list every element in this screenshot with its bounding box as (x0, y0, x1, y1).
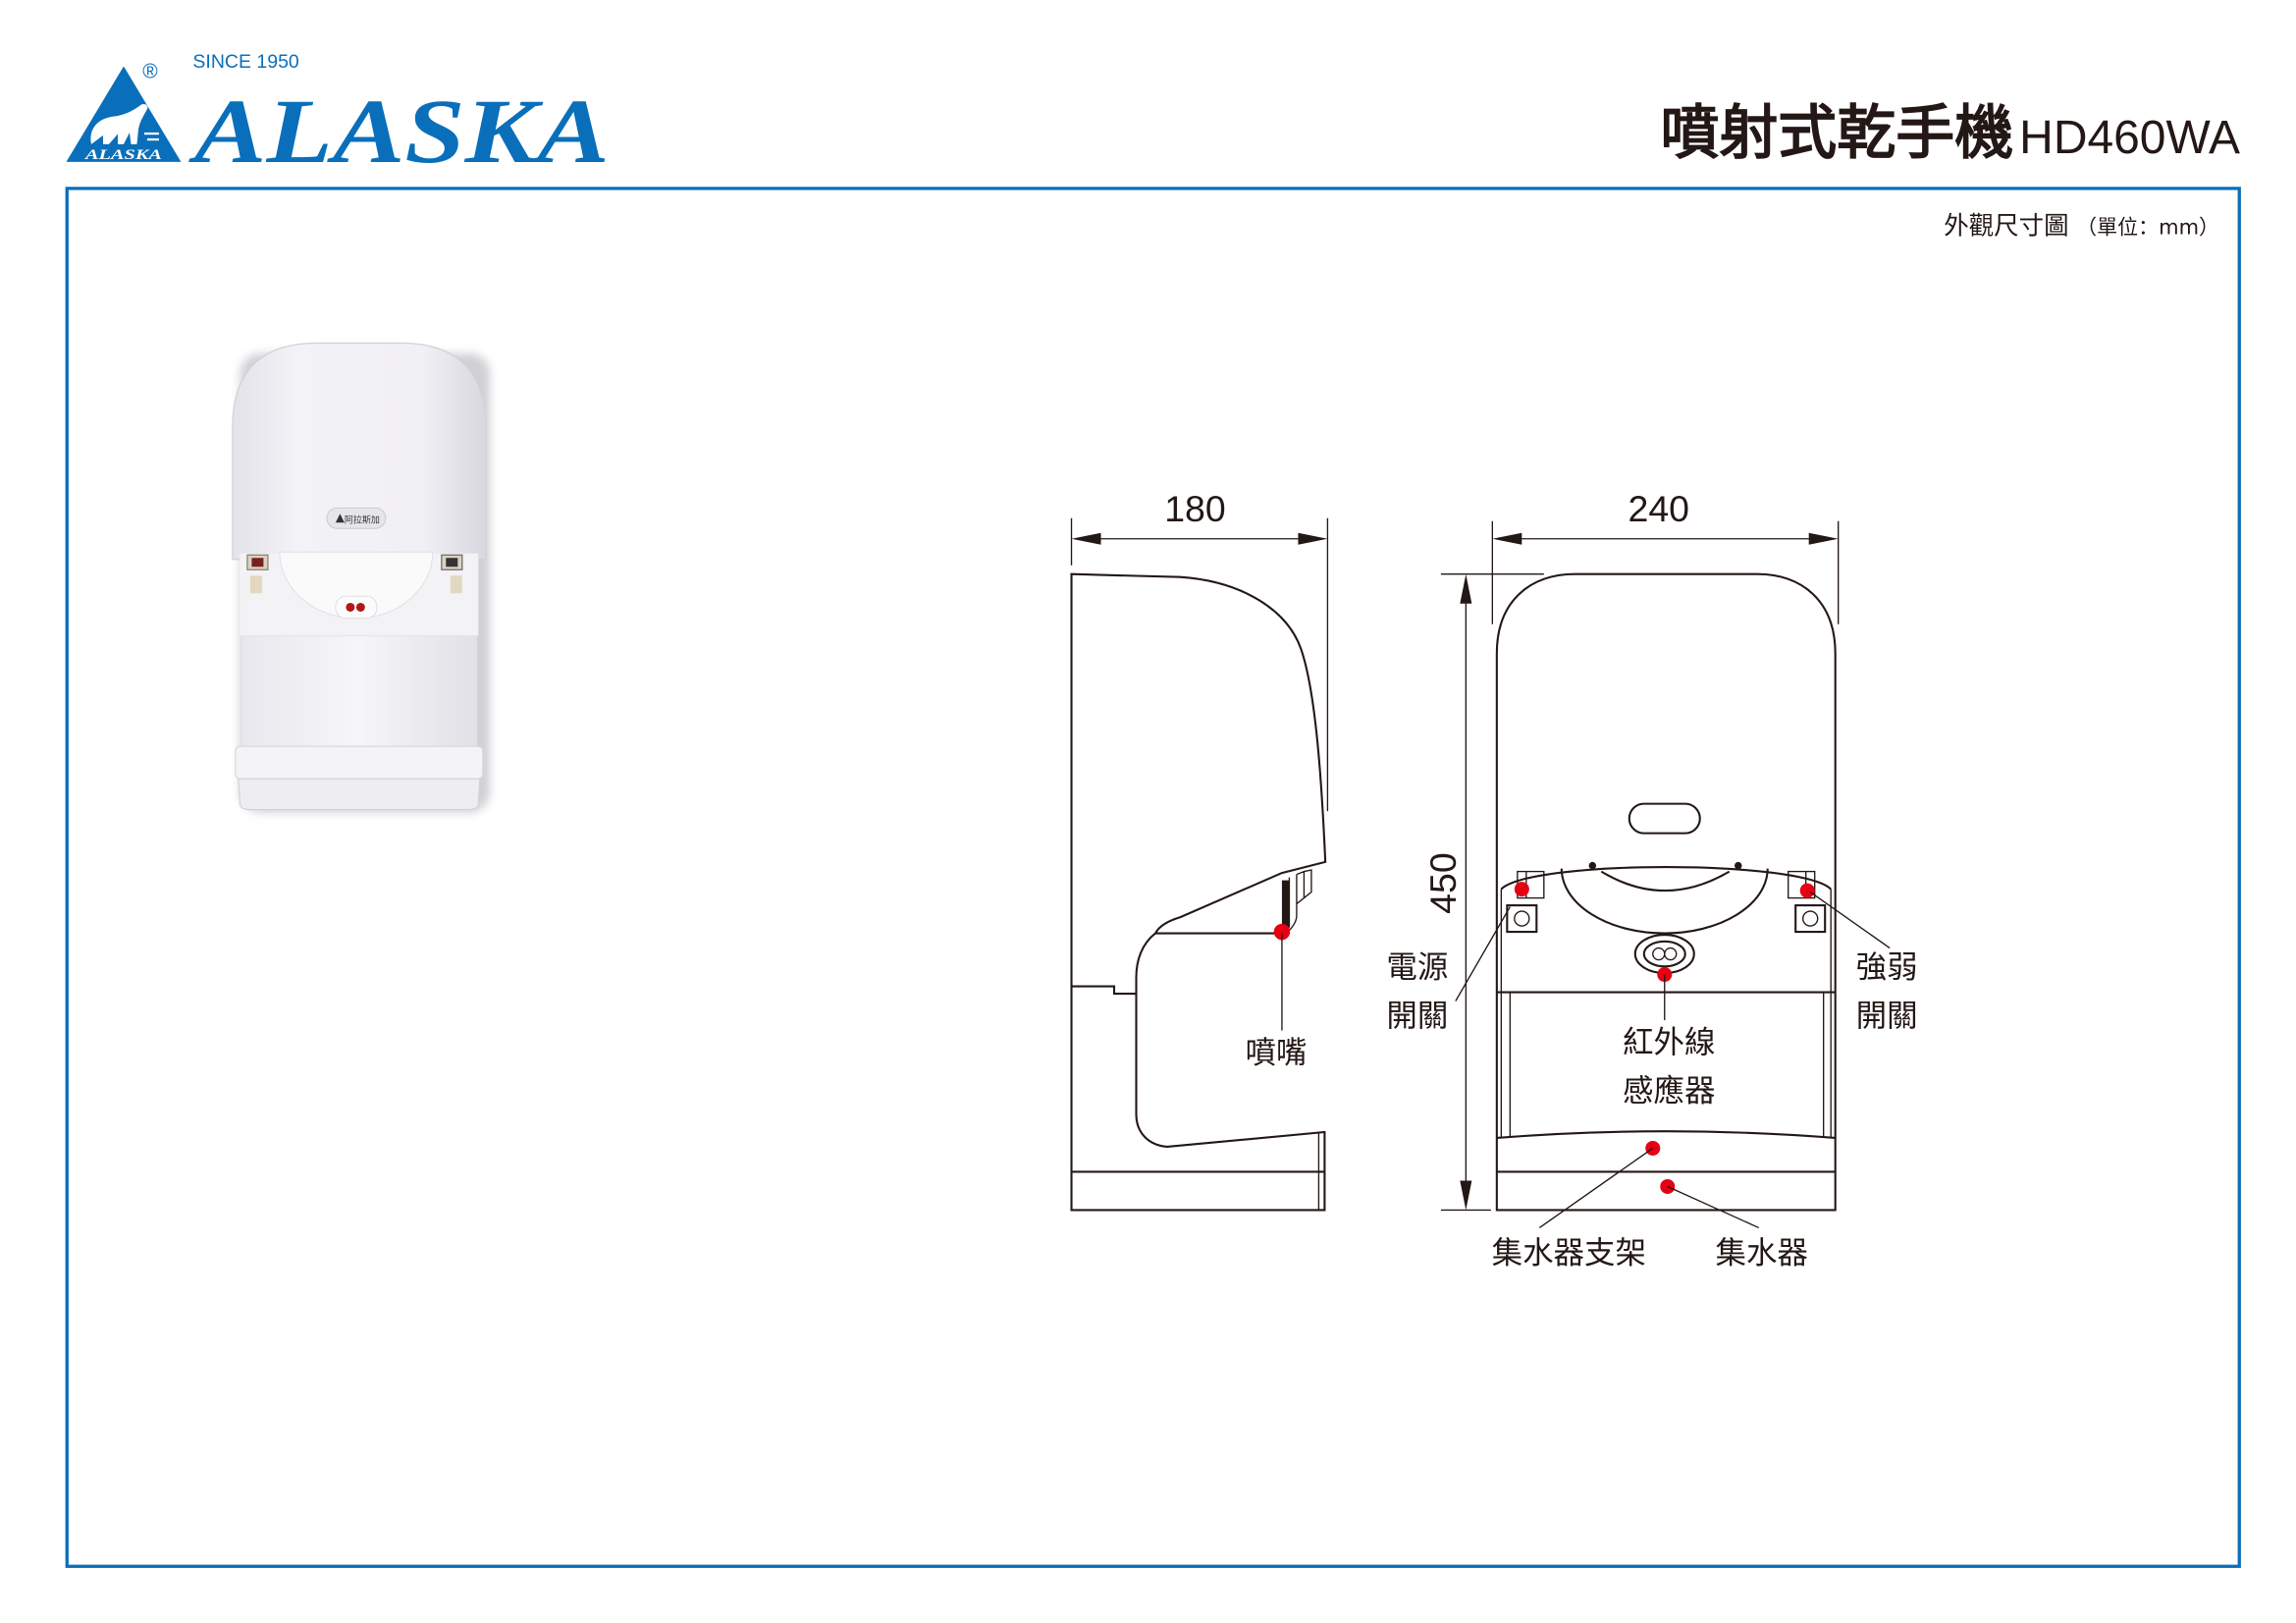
collector-stand-label: 集水器支架 (1492, 1235, 1646, 1271)
arrow-left-icon (1492, 532, 1522, 545)
depth-dimension-value: 180 (1164, 488, 1226, 529)
page-title: 噴射式乾手機 HD460WA (1660, 99, 2240, 168)
collector-label: 集水器 (1716, 1235, 1808, 1271)
sheet-frame (65, 187, 2241, 1568)
alaska-logo: ALASKA ® SINCE 1950 ALASKA (66, 51, 610, 183)
arrow-right-icon (1298, 532, 1328, 545)
ir-sensor-label-line2: 感應器 (1623, 1073, 1715, 1109)
strength-switch-label-line2: 開關 (1856, 999, 1918, 1034)
sheet-subtitle: 外觀尺寸圖 （單位：mm） (1944, 211, 2219, 241)
registered-mark: ® (142, 60, 158, 82)
power-switch-marker (1514, 882, 1529, 897)
logo-slot (1628, 802, 1701, 835)
side-view-drawing: 180 噴嘴 (1070, 488, 1329, 1212)
arrow-right-icon (1808, 532, 1839, 545)
brand-wordmark: ALASKA (188, 81, 610, 183)
arrow-left-icon (1071, 532, 1101, 545)
side-outline (1070, 572, 1327, 1212)
brand-badge-text: 阿拉斯加 (345, 514, 380, 525)
power-switch-label-line1: 電源 (1386, 950, 1448, 986)
arrow-up-icon (1460, 573, 1472, 604)
arrow-down-icon (1460, 1180, 1472, 1211)
since-text: SINCE 1950 (192, 51, 298, 73)
nozzle-marker (1273, 923, 1291, 941)
width-dimension-value: 240 (1629, 488, 1690, 529)
model-number: HD460WA (2019, 112, 2240, 164)
subtitle-text: 外觀尺寸圖 (1944, 211, 2068, 241)
strength-switch-label-line1: 強弱 (1856, 950, 1918, 986)
ir-sensor-label-line1: 紅外線 (1623, 1025, 1715, 1060)
product-photo: 阿拉斯加 (232, 342, 491, 813)
polar-bear-icon (90, 104, 148, 144)
strength-switch (1788, 870, 1827, 934)
unit-text: （單位：mm） (2076, 215, 2219, 239)
nozzle-vents (1281, 869, 1312, 932)
emblem-text: ALASKA (84, 147, 162, 163)
product-name: 噴射式乾手機 (1660, 99, 2013, 168)
sensor-led-icon (355, 602, 365, 612)
sensor-led-icon (346, 602, 355, 612)
strength-switch-marker (1799, 883, 1815, 898)
height-dimension-value: 450 (1422, 852, 1464, 914)
power-switch-label-line2: 開關 (1386, 999, 1448, 1034)
brand-badge (326, 507, 387, 529)
front-view-drawing: 240 450 (1386, 488, 1917, 1271)
power-switch (1506, 870, 1545, 934)
front-outline (1495, 572, 1837, 1212)
nozzle-label: 噴嘴 (1245, 1036, 1307, 1071)
